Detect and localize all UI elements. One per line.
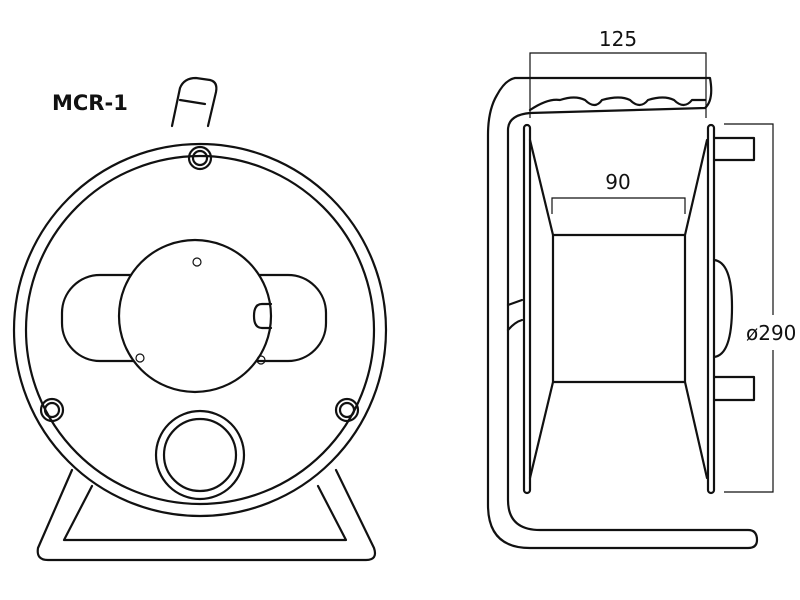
frame-clip <box>506 298 524 332</box>
axle-brackets <box>712 136 756 402</box>
hub <box>117 238 273 394</box>
dim-line-125 <box>529 52 707 118</box>
handle <box>170 76 218 128</box>
screw-left <box>39 397 65 423</box>
dim-label-125: 125 <box>599 27 637 51</box>
left-flange <box>522 123 532 495</box>
drum <box>528 138 709 480</box>
side-socket <box>712 258 734 359</box>
handle-grip <box>528 96 707 112</box>
inner-flange <box>24 154 376 506</box>
dim-line-90 <box>551 197 686 214</box>
socket-inner <box>162 417 238 493</box>
hub-screw <box>135 353 145 363</box>
dim-line-290 <box>724 123 774 493</box>
front-view: MCR-1 <box>12 76 388 562</box>
screw-top <box>187 145 213 171</box>
outer-flange <box>12 142 388 518</box>
hub-notch <box>252 302 273 330</box>
screw-right <box>334 397 360 423</box>
frame <box>486 76 759 550</box>
dim-label-90: 90 <box>605 170 630 194</box>
socket-outer <box>154 409 246 501</box>
stand <box>36 468 377 562</box>
dim-label-290: ø290 <box>746 321 796 345</box>
hub-screw <box>192 257 202 267</box>
side-view: 125 90 ø290 <box>486 27 796 550</box>
right-flange <box>706 123 716 495</box>
hub-screw <box>256 355 266 365</box>
model-label: MCR-1 <box>52 91 128 115</box>
